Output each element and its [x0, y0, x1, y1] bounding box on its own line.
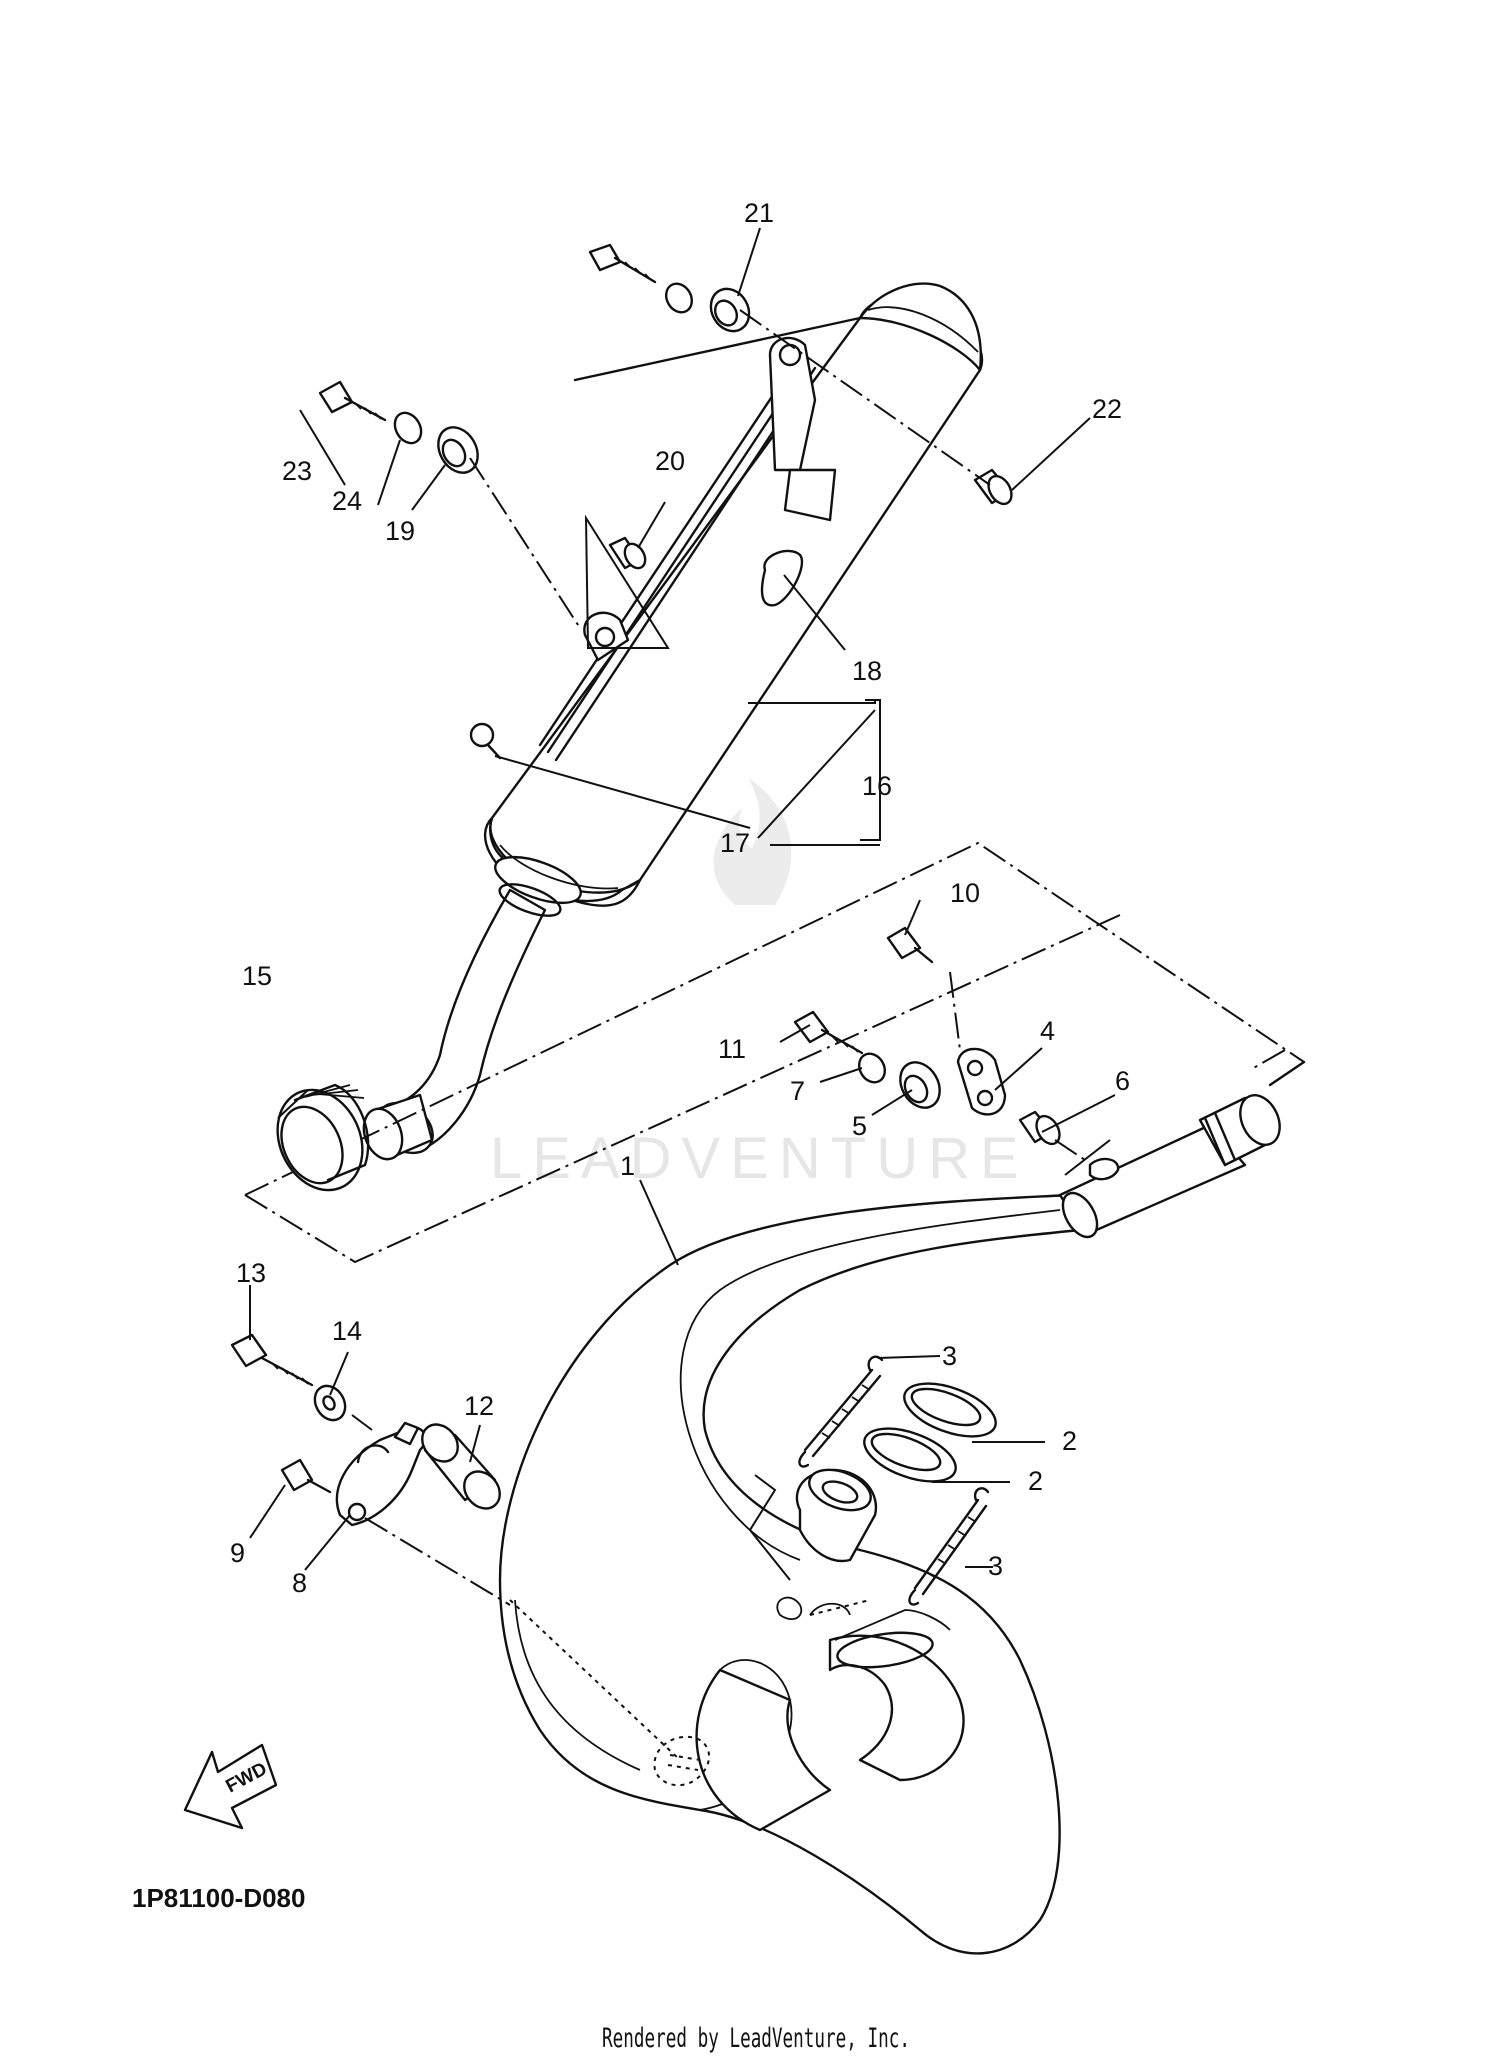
front-mount-hardware [230, 1333, 511, 1606]
callout-16: 16 [862, 771, 892, 801]
exploded-box [244, 841, 1306, 1264]
watermark-flame-logo [713, 778, 792, 905]
chamber-leader-lines [509, 1139, 1111, 1761]
callout-leader-lines [249, 227, 1116, 1571]
callout-23: 23 [282, 456, 312, 486]
callout-3a: 3 [942, 1341, 957, 1371]
muffler-assembly [362, 282, 984, 1161]
callout-22: 22 [1092, 394, 1122, 424]
exhaust-pipe-chamber [498, 1094, 1281, 1955]
callout-6: 6 [1115, 1066, 1130, 1096]
callout-18: 18 [852, 656, 882, 686]
callout-7: 7 [790, 1076, 805, 1106]
callout-19: 19 [385, 516, 415, 546]
callout-11: 11 [718, 1034, 746, 1064]
callout-12: 12 [464, 1391, 494, 1421]
fwd-arrow-icon: FWD [183, 1743, 278, 1830]
callout-labels: 21 22 23 24 19 20 18 16 17 10 4 6 11 7 5… [230, 198, 1130, 1598]
callout-21: 21 [744, 198, 774, 228]
muffler-hardware [318, 243, 1013, 760]
render-credit: Rendered by LeadVenture, Inc. [602, 2023, 910, 2054]
callout-3b: 3 [988, 1551, 1003, 1581]
callout-24: 24 [332, 486, 362, 516]
callout-9: 9 [230, 1538, 245, 1568]
callout-5: 5 [852, 1111, 867, 1141]
callout-13: 13 [236, 1258, 266, 1288]
callout-4: 4 [1040, 1016, 1055, 1046]
springs-3 [798, 1355, 990, 1606]
callout-20: 20 [655, 446, 685, 476]
diagram-code: 1P81100-D080 [132, 1883, 305, 1913]
callout-14: 14 [332, 1316, 362, 1346]
gasket-rings-2 [863, 1382, 997, 1483]
watermark: LEADVENTURE [490, 778, 1029, 1191]
callout-2a: 2 [1062, 1426, 1077, 1456]
muffler-leader-lines [469, 309, 991, 846]
callout-17: 17 [720, 828, 750, 858]
callout-10: 10 [950, 878, 980, 908]
callout-8: 8 [292, 1568, 307, 1598]
bracket-hardware [793, 926, 1086, 1161]
gasket-ring-15 [276, 1083, 370, 1192]
watermark-text: LEADVENTURE [490, 1126, 1029, 1191]
callout-15: 15 [242, 961, 272, 991]
callout-1: 1 [620, 1151, 635, 1181]
callout-2b: 2 [1028, 1466, 1043, 1496]
